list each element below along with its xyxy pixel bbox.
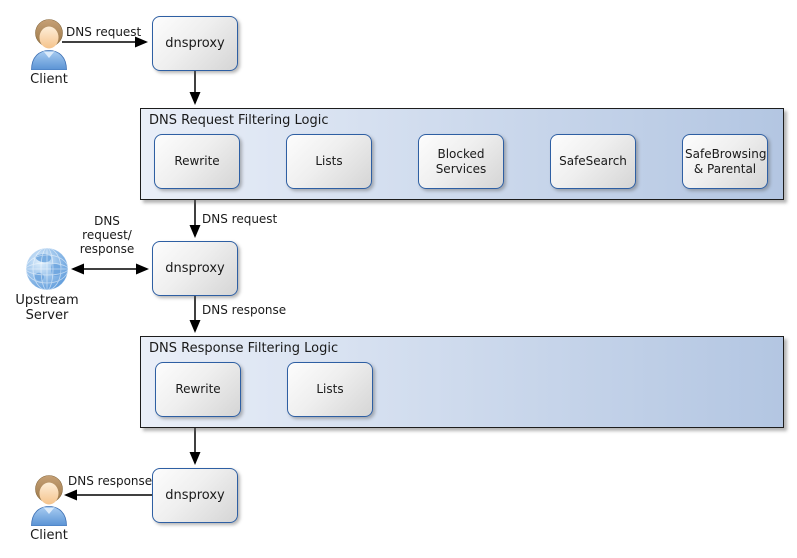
upstream-link-line3: response <box>79 242 135 256</box>
edge-label-dns-request-mid: DNS request <box>202 212 278 226</box>
client-bottom-label: Client <box>30 528 68 543</box>
dnsproxy-middle-box: dnsproxy <box>152 241 238 296</box>
request-step-safebrowsing: SafeBrowsing & Parental <box>682 134 768 189</box>
client-top-label: Client <box>30 72 68 87</box>
request-step-safebrowsing-label: SafeBrowsing & Parental <box>685 146 767 176</box>
person-icon <box>28 18 70 71</box>
request-step-rewrite-label: Rewrite <box>174 154 220 168</box>
dnsproxy-middle-label: dnsproxy <box>165 261 225 276</box>
response-step-rewrite: Rewrite <box>155 362 241 417</box>
request-step-rewrite: Rewrite <box>154 134 240 189</box>
edge-label-dns-response-mid: DNS response <box>202 303 287 317</box>
dnsproxy-bottom-box: dnsproxy <box>152 468 238 523</box>
request-step-lists: Lists <box>286 134 372 189</box>
response-step-lists: Lists <box>287 362 373 417</box>
request-step-safesearch: SafeSearch <box>550 134 636 189</box>
request-step-blocked-services: Blocked Services <box>418 134 504 189</box>
response-filtering-container: DNS Response Filtering Logic Rewrite Lis… <box>140 336 784 428</box>
response-step-rewrite-label: Rewrite <box>175 382 221 396</box>
request-step-safesearch-label: SafeSearch <box>559 154 627 168</box>
response-step-lists-label: Lists <box>316 382 344 396</box>
edge-label-dns-response-bottom: DNS response <box>68 474 153 488</box>
request-step-lists-label: Lists <box>315 154 343 168</box>
response-filtering-title: DNS Response Filtering Logic <box>149 341 339 356</box>
request-step-blocked-services-label: Blocked Services <box>435 146 487 176</box>
upstream-link-line2: request/ <box>82 228 132 242</box>
dnsproxy-top-label: dnsproxy <box>165 36 225 51</box>
dnsproxy-bottom-label: dnsproxy <box>165 488 225 503</box>
dnsproxy-top-box: dnsproxy <box>152 16 238 71</box>
request-filtering-title: DNS Request Filtering Logic <box>149 113 329 128</box>
request-filtering-container: DNS Request Filtering Logic Rewrite List… <box>140 108 784 200</box>
upstream-server-label: Upstream Server <box>15 293 79 323</box>
edge-label-dns-request-top: DNS request <box>66 25 142 39</box>
upstream-link-line1: DNS <box>94 214 120 228</box>
edge-label-upstream-link: DNS request/ response <box>74 214 140 256</box>
person-icon-bottom <box>28 474 70 527</box>
globe-icon <box>25 247 69 291</box>
